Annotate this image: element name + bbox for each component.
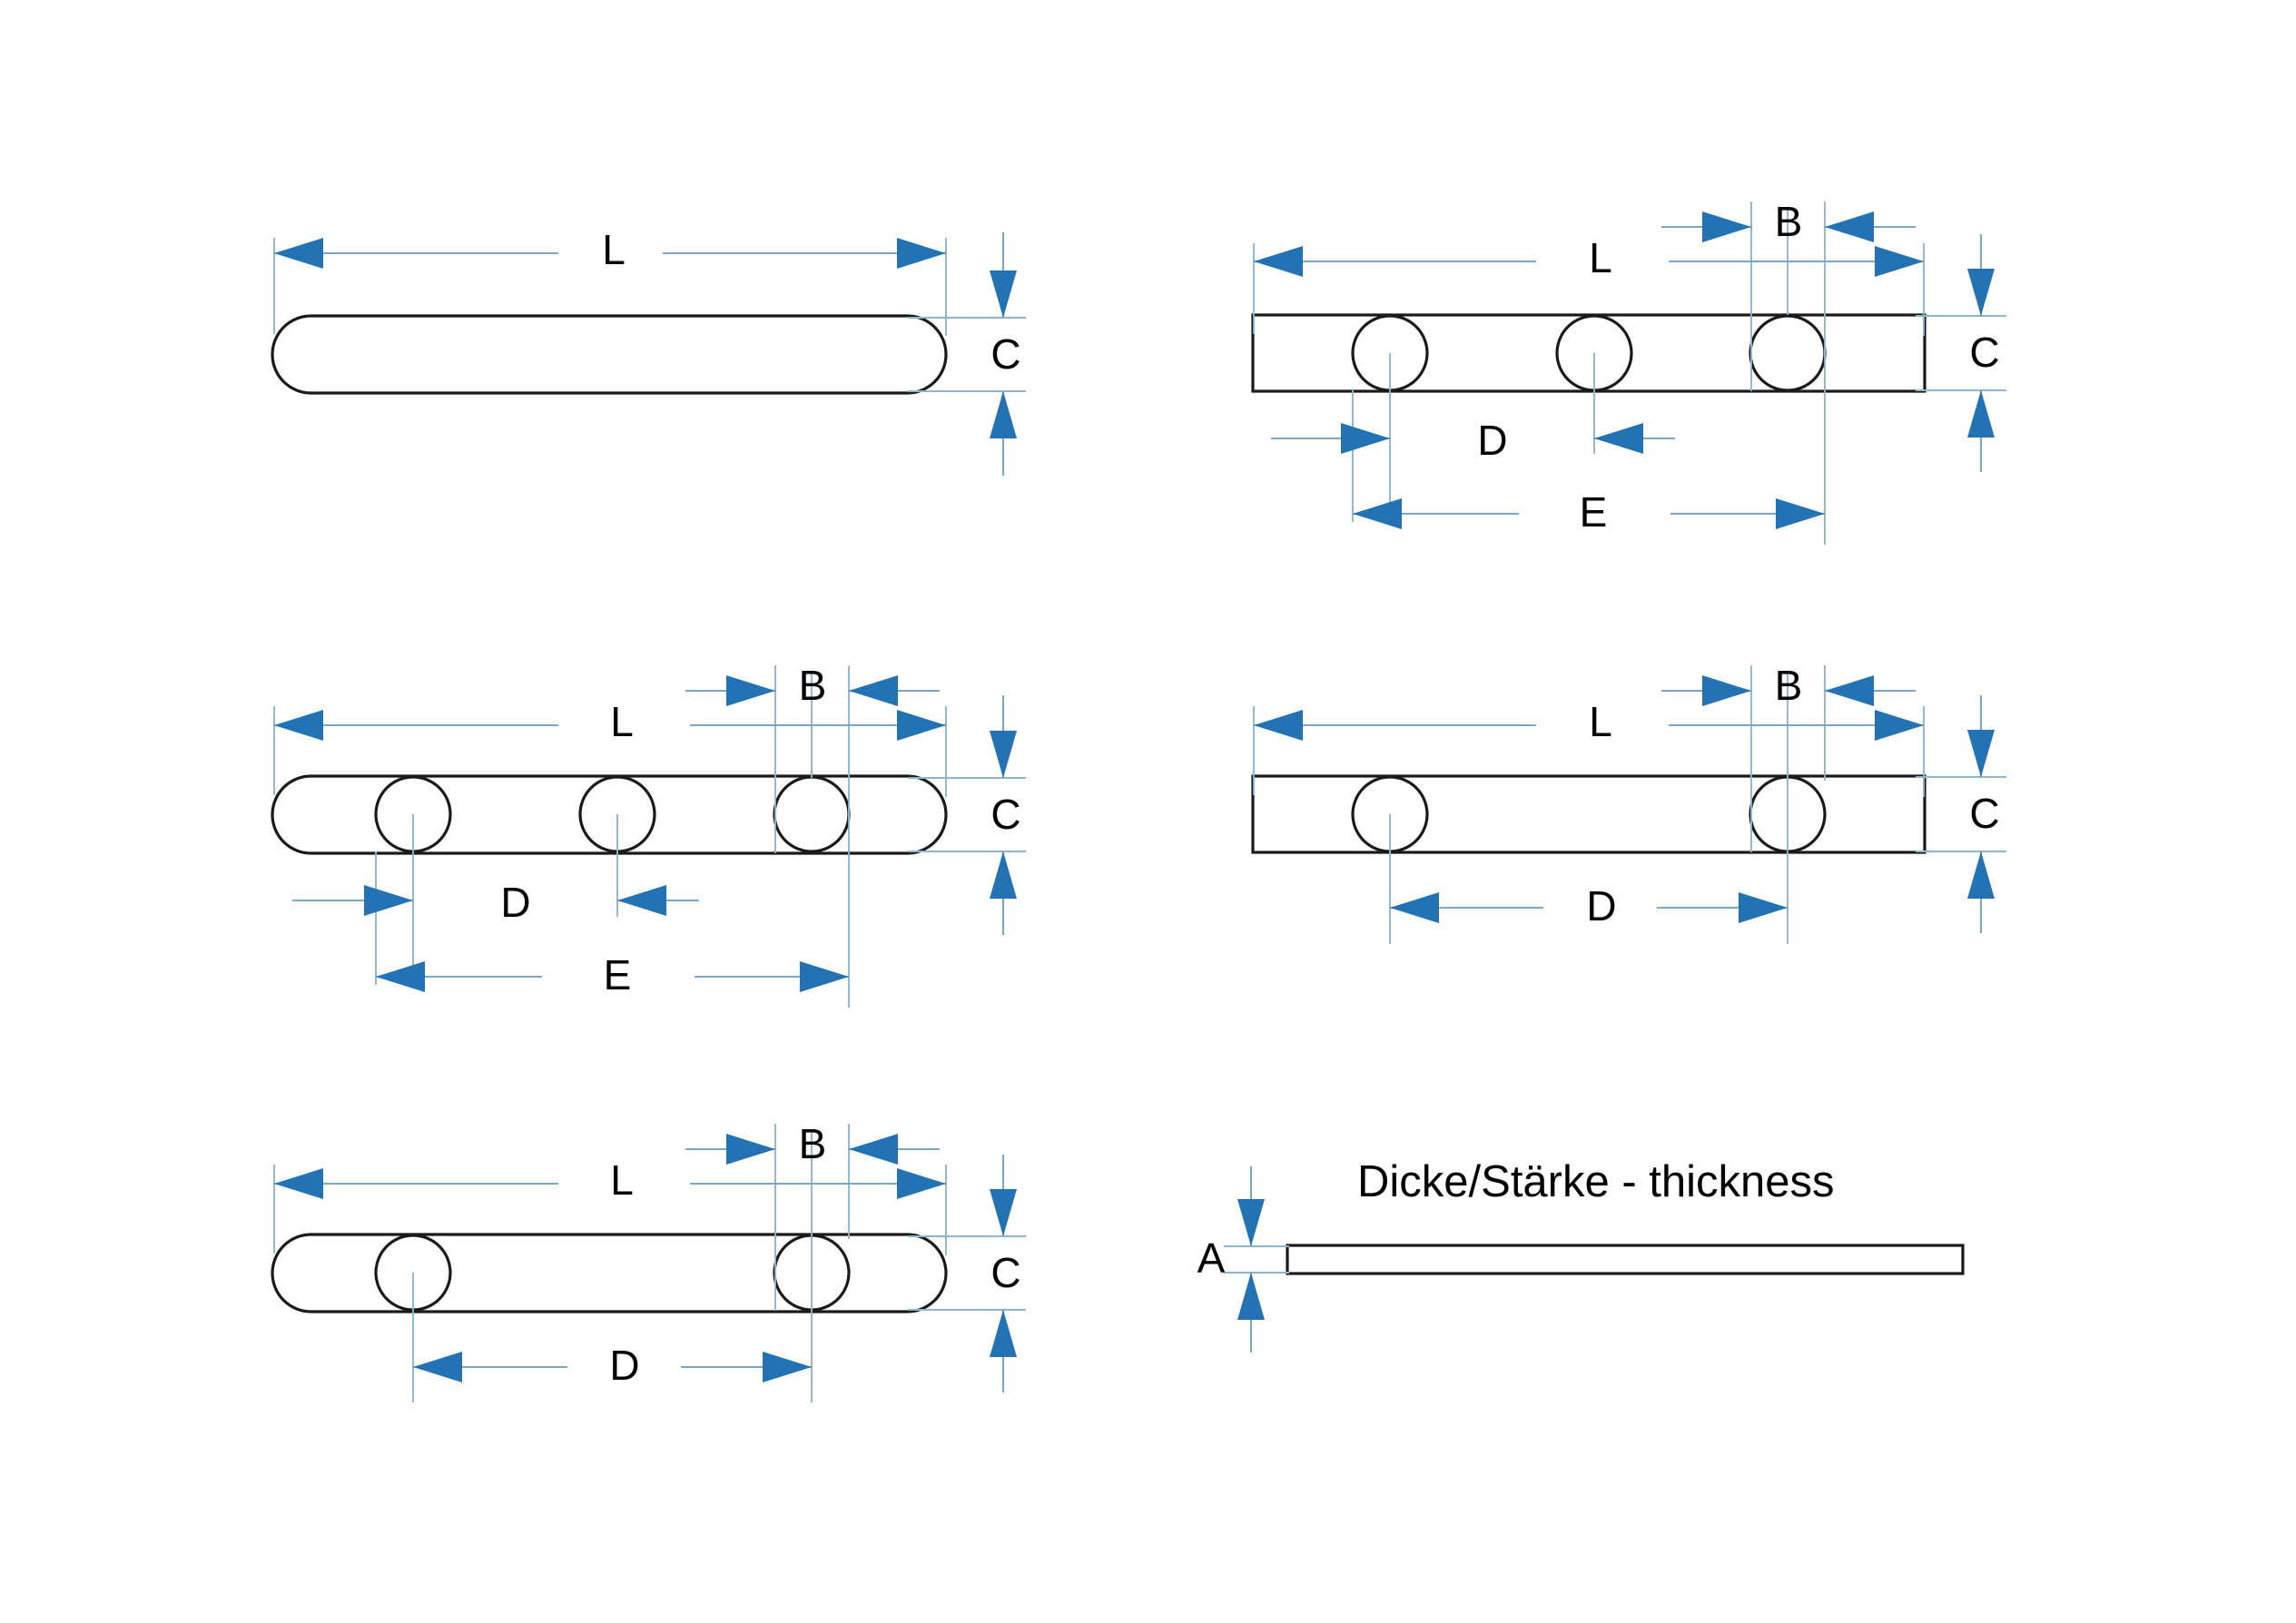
arrow-d-left — [1390, 892, 1439, 923]
dim-label-c: C — [1969, 329, 1999, 376]
arrow-b-left — [1702, 211, 1751, 242]
dim-label-c: C — [990, 1249, 1020, 1296]
arrow-b-right — [1825, 675, 1874, 706]
arrow-c-up — [1967, 851, 1995, 899]
arrow-b-right — [849, 1134, 898, 1165]
arrow-d-left — [364, 885, 413, 916]
arrow-l-right — [1875, 246, 1924, 277]
part-outline-rounded-bar — [271, 774, 948, 855]
arrow-d-right — [763, 1352, 812, 1382]
dim-label-b: B — [1775, 198, 1803, 245]
arrow-c-up — [990, 851, 1017, 899]
arrow-d-left — [1341, 423, 1390, 454]
figure-rect-bar-two-holes: B L C D — [1251, 662, 2006, 944]
arrow-l-right — [897, 238, 946, 269]
figure-thickness-side-view: A Dicke/Stärke - thickness — [1197, 1157, 1965, 1352]
arrow-d-right — [1739, 892, 1788, 923]
dim-label-d: D — [609, 1342, 639, 1389]
arrow-c-down — [990, 270, 1017, 318]
dim-label-b: B — [799, 662, 827, 709]
arrow-l-right — [1875, 710, 1924, 741]
arrow-l-left — [1254, 246, 1303, 277]
dim-label-d: D — [500, 879, 530, 926]
thickness-caption: Dicke/Stärke - thickness — [1357, 1157, 1835, 1206]
arrow-l-left — [1254, 710, 1303, 741]
arrow-e-left — [376, 961, 425, 992]
arrow-a-up — [1237, 1273, 1265, 1320]
dim-label-e: E — [604, 951, 632, 998]
arrow-b-left — [1702, 675, 1751, 706]
part-outline-rounded-bar — [271, 1233, 948, 1313]
dim-label-l: L — [1589, 234, 1612, 281]
arrow-b-left — [726, 675, 775, 706]
dim-label-c: C — [1969, 790, 1999, 837]
part-outline-rect-bar — [1251, 774, 1926, 854]
arrow-l-left — [274, 1168, 323, 1199]
arrow-l-left — [274, 238, 323, 269]
dim-label-c: C — [990, 330, 1020, 378]
dim-label-e: E — [1580, 488, 1608, 536]
arrow-d-right — [1594, 423, 1643, 454]
dim-label-b: B — [1775, 662, 1803, 709]
arrow-a-down — [1237, 1199, 1265, 1246]
arrow-l-left — [274, 710, 323, 741]
dim-label-l: L — [610, 1156, 634, 1204]
arrow-e-right — [800, 961, 849, 992]
dim-label-b: B — [799, 1120, 827, 1167]
dim-label-a: A — [1197, 1234, 1226, 1282]
dim-label-d: D — [1586, 882, 1616, 930]
figure-rounded-bar-three-holes: B L C D — [271, 662, 1026, 1008]
arrow-l-right — [897, 1168, 946, 1199]
dim-label-d: D — [1477, 417, 1507, 464]
dim-label-c: C — [990, 791, 1020, 838]
arrow-c-down — [990, 731, 1017, 778]
arrow-e-right — [1776, 498, 1825, 529]
figure-rounded-bar-no-holes: L C — [271, 226, 1026, 476]
arrow-c-down — [1967, 730, 1995, 777]
arrow-b-right — [1825, 211, 1874, 242]
part-outline-rect-bar — [1251, 313, 1926, 393]
figure-rect-bar-three-holes: B L C D — [1251, 198, 2006, 545]
dim-label-l: L — [1589, 698, 1612, 745]
arrow-l-right — [897, 710, 946, 741]
part-outline-rounded-bar — [271, 314, 948, 395]
arrow-d-right — [617, 885, 666, 916]
arrow-c-up — [990, 391, 1017, 438]
arrow-d-left — [413, 1352, 462, 1382]
arrow-c-down — [990, 1189, 1017, 1236]
dim-label-l: L — [602, 226, 626, 273]
arrow-e-left — [1353, 498, 1402, 529]
arrow-c-up — [1967, 390, 1995, 438]
part-outline-thin-plate — [1286, 1244, 1965, 1275]
arrow-c-up — [990, 1310, 1017, 1357]
dim-label-l: L — [610, 698, 634, 745]
arrow-b-left — [726, 1134, 775, 1165]
arrow-c-down — [1967, 269, 1995, 316]
arrow-b-right — [849, 675, 898, 706]
figure-rounded-bar-two-holes: B L C D — [271, 1120, 1026, 1402]
